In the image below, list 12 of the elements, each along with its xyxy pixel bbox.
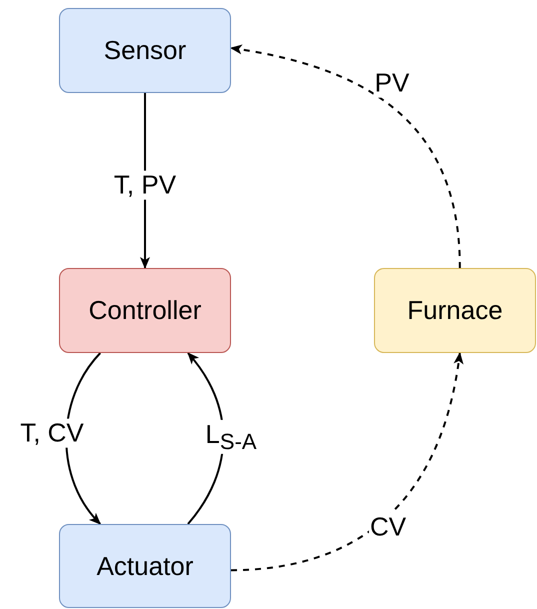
edge-label: T, CV bbox=[19, 418, 85, 448]
node-label: Sensor bbox=[104, 35, 186, 66]
process-box bbox=[374, 268, 536, 353]
edge-label: T, PV bbox=[112, 170, 178, 200]
arrow bbox=[230, 44, 461, 268]
arrow bbox=[230, 352, 463, 572]
process-box bbox=[59, 8, 231, 93]
node-label: Controller bbox=[88, 295, 202, 326]
process-box bbox=[59, 268, 231, 353]
node-label: Furnace bbox=[407, 295, 503, 326]
node-label: Actuator bbox=[96, 550, 194, 582]
process-box bbox=[59, 524, 231, 608]
